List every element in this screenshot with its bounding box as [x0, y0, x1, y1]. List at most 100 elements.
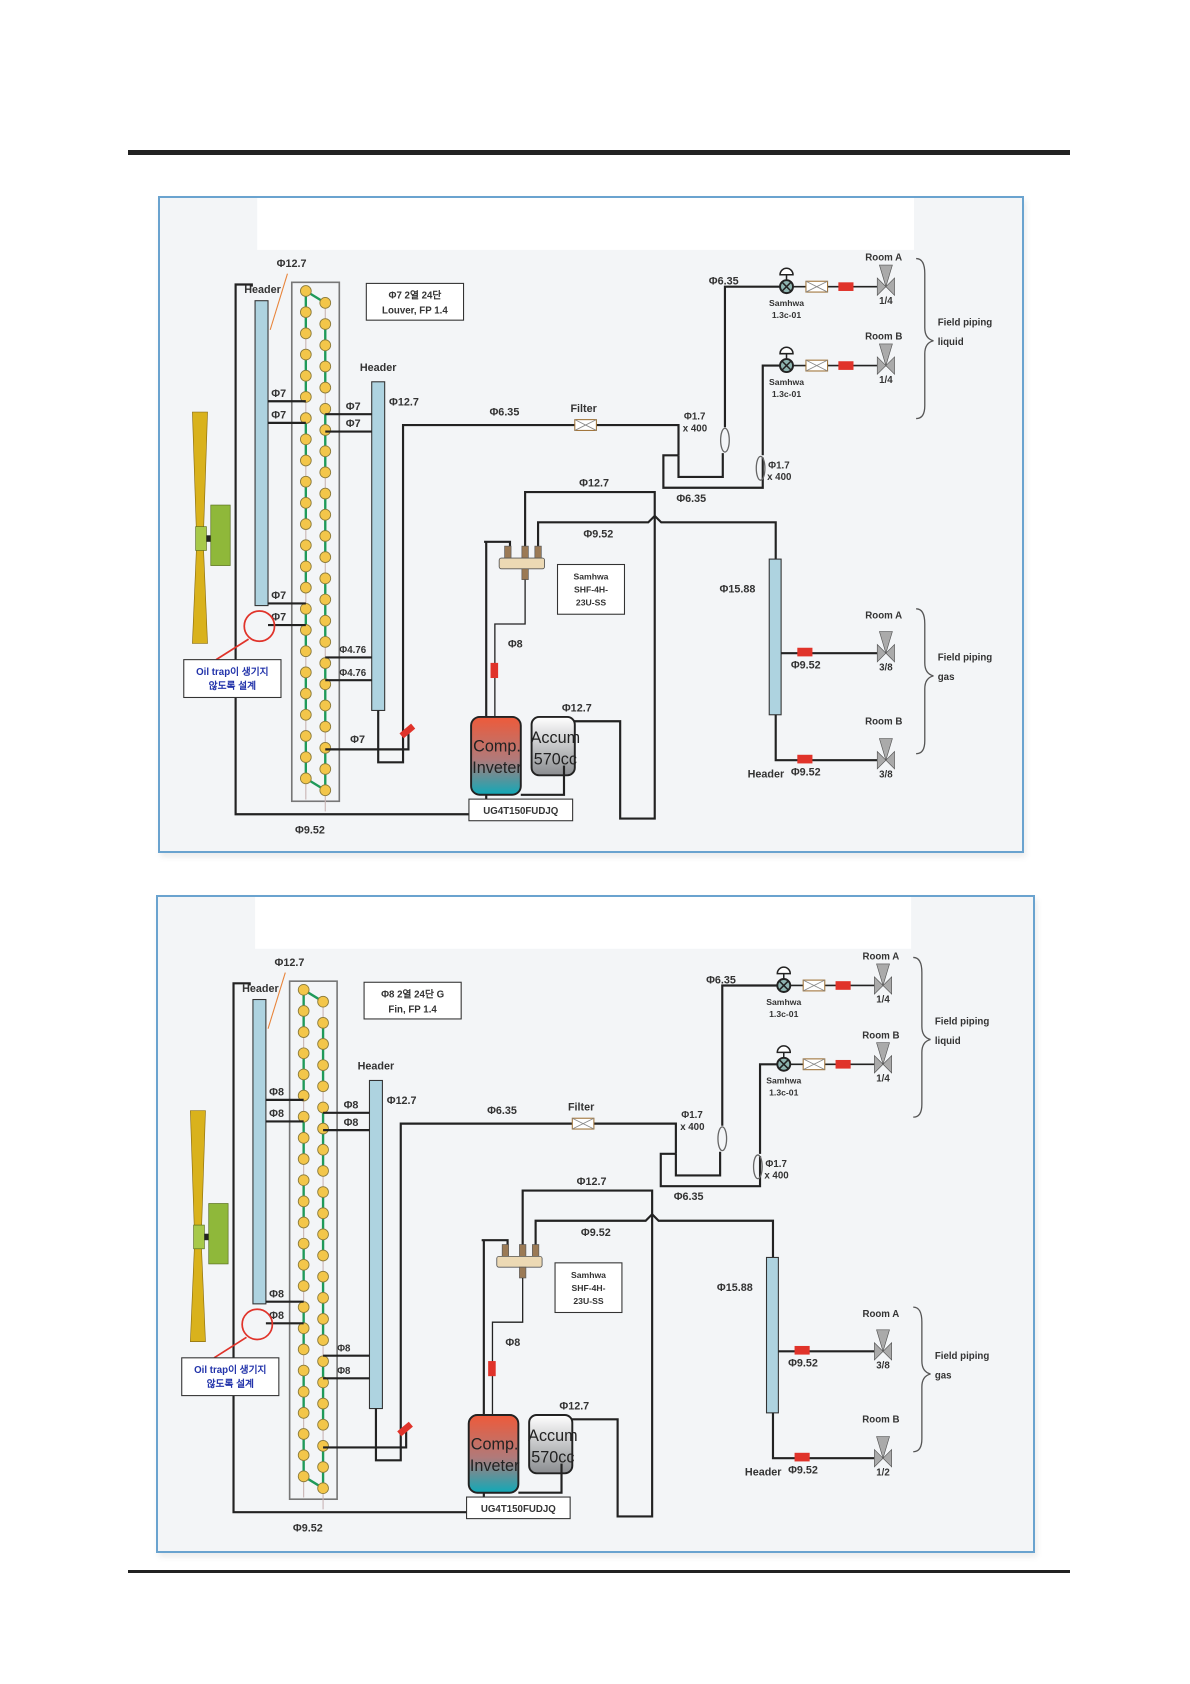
tube-node: [319, 360, 332, 373]
oil-trap-note-line-2: 않도록 설계: [207, 1377, 254, 1390]
branch-size-label: Φ8: [344, 1100, 359, 1112]
tube-node: [299, 645, 312, 658]
tube-node: [319, 402, 332, 415]
oil-trap-note-box: [181, 1357, 280, 1397]
compressor-model-label: UG4T150FUDJQ: [481, 1504, 556, 1515]
tube-node: [317, 1461, 329, 1473]
temperature-sensor-icon: [835, 981, 851, 990]
bottom-branch-label: Φ7: [350, 734, 365, 746]
liquid-branch-b: [758, 1063, 778, 1154]
bottom-pipe-size: Φ9.52: [295, 825, 325, 837]
tube-node: [297, 1322, 310, 1335]
gas-field-label: Field piping: [938, 653, 993, 664]
temperature-sensor-icon: [835, 1059, 851, 1069]
tube-node: [317, 1397, 329, 1410]
left-header-label: Header: [242, 983, 279, 995]
fan-hub-icon: [195, 526, 207, 551]
accumulator-label-line-1: Accum: [531, 729, 580, 747]
gas-pipe-size: Φ9.52: [791, 659, 821, 671]
right-header-label: Header: [360, 362, 397, 374]
branch-size-label: Φ4.76: [339, 645, 366, 656]
four-way-port: [501, 1244, 509, 1258]
tube-node: [297, 1428, 310, 1440]
service-valve-icon: [885, 643, 895, 663]
left-header-label: Header: [244, 284, 281, 296]
tube-node: [319, 742, 332, 754]
coil-frame: [290, 281, 341, 803]
tube-node: [297, 1132, 310, 1144]
filter-mesh: [572, 1117, 595, 1130]
tube-node: [319, 678, 332, 691]
tube-node: [319, 424, 332, 436]
gas-room-label: Room A: [862, 1309, 899, 1320]
branch-size-label: Φ8: [269, 1087, 284, 1099]
capillary-2-length: x 400: [767, 472, 791, 483]
left-header-pipe-size: Φ12.7: [275, 957, 305, 969]
tube-node: [317, 1165, 329, 1177]
compressor-icon: [467, 1414, 520, 1494]
accumulator-to-compressor-pipe: [520, 765, 566, 796]
tube-node: [317, 1418, 329, 1431]
refrigerant-cycle-diagram-1: HeaderΦ12.7Φ7Φ7Φ7Φ7HeaderΦ12.7Φ7Φ7Φ4.76Φ…: [183, 198, 993, 837]
gas-header-tube: [768, 558, 782, 716]
gas-header-pipe-size: Φ15.88: [717, 1282, 753, 1294]
tube-node: [299, 581, 312, 594]
service-valve-icon: [882, 1341, 892, 1361]
capillary-1-pipe: [677, 453, 724, 479]
tube-node: [317, 1270, 329, 1283]
liquid-main-size: Φ6.35: [709, 275, 739, 287]
liquid-line-pipe: [374, 1122, 677, 1462]
gas-field-brace: [916, 608, 934, 755]
tube-node: [297, 1047, 310, 1060]
service-valve-icon: [874, 976, 884, 995]
tube-node: [299, 518, 312, 530]
four-way-port: [534, 545, 542, 560]
gas-service-size: 3/8: [876, 1361, 890, 1372]
tube-node: [319, 657, 332, 669]
tube-node: [299, 348, 312, 361]
branch-size-label: Φ7: [271, 590, 286, 602]
accumulator-label-line-1: Accum: [528, 1427, 577, 1445]
service-valve-icon: [876, 1042, 890, 1066]
filter-label: Filter: [568, 1102, 595, 1114]
tube-node: [317, 1228, 329, 1241]
gas-header-label: Header: [748, 768, 785, 780]
tube-node: [317, 1440, 329, 1452]
coil-spec-line-2: Fin, FP 1.4: [388, 1004, 437, 1015]
temperature-sensor-icon: [838, 282, 854, 291]
tube-node: [299, 306, 312, 319]
tube-node: [319, 699, 332, 712]
service-valve-icon: [874, 1054, 884, 1074]
capillary-coil-icon: [755, 455, 766, 481]
eev-model-line-1: Samhwa: [769, 298, 804, 308]
tube-node: [299, 391, 312, 403]
four-way-port: [519, 1266, 527, 1279]
four-way-spec-box: [554, 1262, 623, 1314]
compressor-label-line-2: Inveter: [472, 759, 522, 777]
four-way-spec-box: [556, 563, 626, 615]
service-valve-icon: [885, 356, 895, 376]
liquid-room-label: Room A: [865, 253, 902, 264]
tube-node: [317, 1355, 329, 1368]
four-way-port: [521, 545, 529, 560]
four-way-side-size: Φ9.52: [581, 1227, 611, 1239]
tube-node: [317, 1038, 329, 1050]
four-way-port: [504, 545, 512, 560]
tube-node: [299, 602, 312, 615]
discharge-size: Φ8: [505, 1337, 520, 1349]
accumulator-icon: [528, 1414, 574, 1475]
tube-node: [317, 1017, 329, 1029]
fan-blade-upper-icon: [190, 1110, 206, 1241]
service-valve-icon: [876, 1329, 890, 1353]
branch-size-label: Φ7: [271, 410, 286, 422]
tube-node: [299, 687, 312, 700]
gas-main-pipe: [536, 514, 777, 560]
service-valve-icon: [878, 631, 893, 655]
gas-room-label: Room B: [862, 1415, 899, 1426]
liquid-service-size: 1/4: [876, 995, 890, 1006]
filter-label: Filter: [570, 403, 597, 415]
service-valve-icon: [882, 976, 892, 995]
top-rule: [128, 150, 1070, 155]
gas-header-tube: [765, 1256, 779, 1414]
gas-pipe-size: Φ9.52: [788, 1357, 818, 1369]
